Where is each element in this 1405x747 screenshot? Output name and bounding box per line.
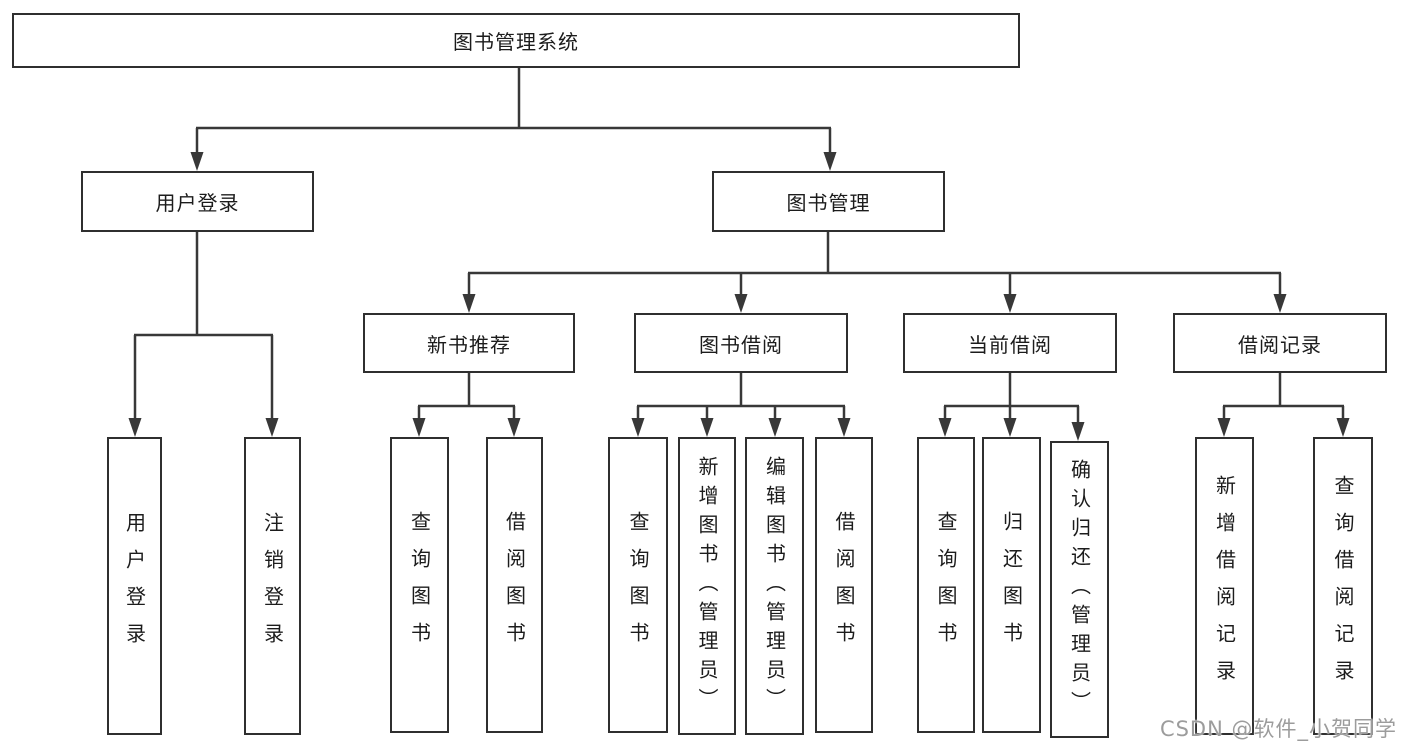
leaf-query-books-borrow-label: 查询图书 bbox=[626, 511, 650, 659]
box-book-management: 图书管理 bbox=[712, 171, 945, 232]
connector-current-borrow-children bbox=[938, 373, 1085, 441]
box-root-system: 图书管理系统 bbox=[12, 13, 1020, 68]
connector-borrow-record-children bbox=[1217, 373, 1350, 437]
leaf-add-borrow-record-label: 新增借阅记录 bbox=[1212, 475, 1237, 697]
leaf-borrow-books: 借阅图书 bbox=[815, 437, 873, 733]
box-borrow-record: 借阅记录 bbox=[1173, 313, 1387, 373]
box-new-book-recommend-label: 新书推荐 bbox=[427, 332, 511, 357]
box-user-login: 用户登录 bbox=[81, 171, 314, 232]
leaf-borrow-books-label: 借阅图书 bbox=[832, 511, 856, 659]
leaf-edit-books-admin-label: 编辑图书（管理员） bbox=[762, 455, 787, 717]
connector-book-borrow-children bbox=[631, 373, 851, 437]
leaf-user-login: 用户登录 bbox=[107, 437, 162, 735]
leaf-add-books-admin-label: 新增图书（管理员） bbox=[695, 455, 719, 717]
leaf-logout-label: 注销登录 bbox=[260, 512, 285, 660]
leaf-query-borrow-record: 查询借阅记录 bbox=[1313, 437, 1373, 735]
leaf-edit-books-admin: 编辑图书（管理员） bbox=[745, 437, 804, 735]
leaf-user-login-label: 用户登录 bbox=[122, 512, 147, 660]
connector-root-to-level2 bbox=[190, 68, 837, 171]
box-current-borrow-label: 当前借阅 bbox=[968, 332, 1052, 357]
leaf-query-borrow-record-label: 查询借阅记录 bbox=[1331, 475, 1355, 697]
leaf-logout: 注销登录 bbox=[244, 437, 301, 735]
connector-user-login-children bbox=[128, 232, 279, 437]
leaf-confirm-return-admin-label: 确认归还（管理员） bbox=[1067, 459, 1092, 720]
leaf-query-books-recommend: 查询图书 bbox=[390, 437, 449, 733]
connector-new-book-children bbox=[412, 373, 521, 437]
box-user-login-label: 用户登录 bbox=[155, 191, 240, 215]
leaf-query-books-current: 查询图书 bbox=[917, 437, 975, 733]
box-root-system-label: 图书管理系统 bbox=[453, 30, 579, 54]
box-new-book-recommend: 新书推荐 bbox=[363, 313, 575, 373]
leaf-add-books-admin: 新增图书（管理员） bbox=[678, 437, 736, 735]
leaf-query-books-current-label: 查询图书 bbox=[934, 511, 958, 659]
box-book-borrow: 图书借阅 bbox=[634, 313, 848, 373]
leaf-return-books: 归还图书 bbox=[982, 437, 1041, 733]
box-book-management-label: 图书管理 bbox=[786, 191, 871, 215]
box-borrow-record-label: 借阅记录 bbox=[1238, 332, 1322, 357]
connector-book-management-children bbox=[462, 232, 1287, 313]
leaf-query-books-recommend-label: 查询图书 bbox=[407, 511, 432, 659]
box-current-borrow: 当前借阅 bbox=[903, 313, 1117, 373]
leaf-confirm-return-admin: 确认归还（管理员） bbox=[1050, 441, 1109, 738]
leaf-return-books-label: 归还图书 bbox=[999, 511, 1024, 659]
box-book-borrow-label: 图书借阅 bbox=[699, 332, 783, 357]
leaf-borrow-books-recommend: 借阅图书 bbox=[486, 437, 543, 733]
leaf-query-books-borrow: 查询图书 bbox=[608, 437, 668, 733]
leaf-add-borrow-record: 新增借阅记录 bbox=[1195, 437, 1254, 735]
csdn-watermark: CSDN @软件_小贺同学 bbox=[1159, 717, 1397, 741]
leaf-borrow-books-recommend-label: 借阅图书 bbox=[502, 511, 527, 659]
